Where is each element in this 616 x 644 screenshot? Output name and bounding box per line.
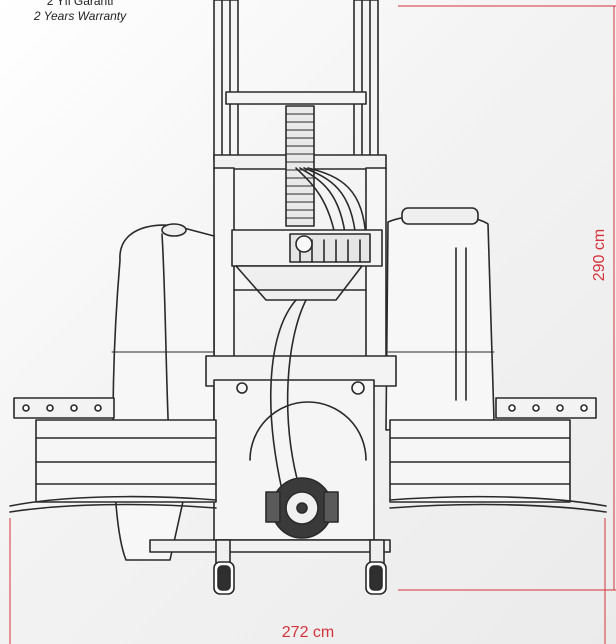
height-dimension-label: 290 cm bbox=[591, 228, 608, 282]
warranty-text: 2 Yıl Garanti 2 Years Warranty bbox=[0, 0, 160, 24]
wheels bbox=[213, 539, 387, 595]
width-dimension-label: 272 cm bbox=[281, 624, 335, 641]
pump bbox=[265, 477, 339, 539]
dimension-lines bbox=[9, 5, 616, 644]
left-tank bbox=[111, 223, 215, 561]
warranty-line-en: 2 Years Warranty bbox=[33, 9, 127, 23]
right-tank bbox=[385, 207, 495, 431]
hose-column bbox=[285, 105, 367, 241]
warranty-line-tr: 2 Yıl Garanti bbox=[46, 0, 114, 8]
left-boom-arm bbox=[9, 397, 217, 513]
upper-frame bbox=[213, 167, 387, 369]
right-boom-arm bbox=[389, 397, 607, 513]
